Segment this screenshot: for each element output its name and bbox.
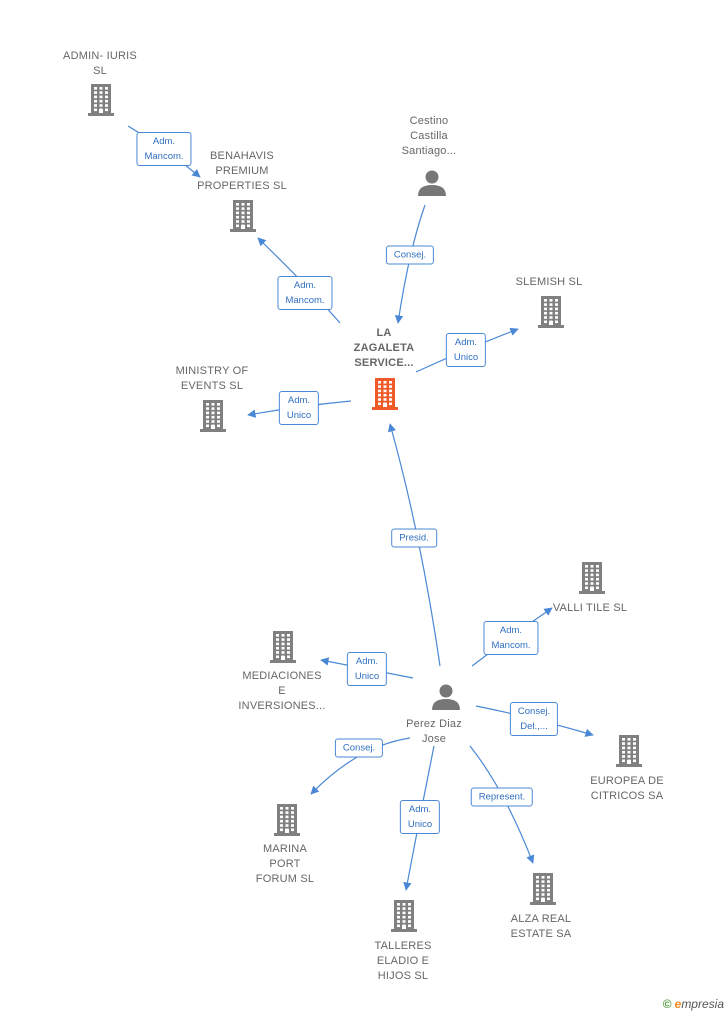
building-icon-alza[interactable] xyxy=(530,873,556,905)
edge-label-lazagaleta-ministry[interactable]: Adm. Unico xyxy=(278,391,320,425)
node-label-lazagaleta[interactable]: LA ZAGALETA SERVICE... xyxy=(354,326,415,371)
edge-label-line: Adm. xyxy=(408,804,432,815)
edge-label-perez-alza[interactable]: Represent. xyxy=(470,787,534,807)
node-label-line: EUROPEA DE xyxy=(590,775,664,787)
edge-label-line: Presid. xyxy=(399,532,429,544)
node-label-line: Castilla xyxy=(410,130,448,142)
building-icon-ministry[interactable] xyxy=(200,400,226,432)
node-label-ministry[interactable]: MINISTRY OF EVENTS SL xyxy=(176,364,249,394)
node-label-line: ZAGALETA xyxy=(353,342,415,354)
brand-name: mpresia xyxy=(681,997,724,1011)
edge-label-perez-lazagaleta[interactable]: Presid. xyxy=(391,528,437,548)
edge-label-perez-mediaciones[interactable]: Adm. Unico xyxy=(346,652,388,686)
icon-layer xyxy=(88,84,642,932)
node-label-line: MINISTRY OF xyxy=(175,365,249,377)
node-label-line: Perez Diaz xyxy=(406,718,462,730)
node-label-line: BENAHAVIS xyxy=(210,150,274,162)
edge-label-perez-europea[interactable]: Consej. Del.,... xyxy=(509,702,559,736)
node-label-line: MEDIACIONES xyxy=(242,670,322,682)
building-icon-europea[interactable] xyxy=(616,735,642,767)
edge-label-line: Adm. xyxy=(152,136,176,147)
edge-label-line: Adm. xyxy=(499,625,523,636)
building-icon-lazagaleta[interactable] xyxy=(372,378,398,410)
node-label-admin[interactable]: ADMIN- IURIS SL xyxy=(63,49,137,79)
edge-label-line: Consej. xyxy=(342,742,376,754)
building-icon-marina[interactable] xyxy=(274,804,300,836)
node-label-line: ESTATE SA xyxy=(510,928,572,940)
node-label-line: CITRICOS SA xyxy=(590,790,664,802)
edge-label-line: Del.,... xyxy=(520,721,548,732)
building-icon-slemish[interactable] xyxy=(538,296,564,328)
node-label-line: SLEMISH SL xyxy=(515,276,583,288)
edge-label-line: Unico xyxy=(407,819,433,830)
edge-label-line: Represent. xyxy=(478,791,526,803)
edge-label-line: Adm. xyxy=(293,280,317,291)
brand-initial: e xyxy=(674,997,682,1011)
edge-label-cestino-lazagaleta[interactable]: Consej. xyxy=(385,245,435,265)
node-label-line: ADMIN- IURIS xyxy=(63,50,137,62)
node-label-line: PROPERTIES SL xyxy=(197,180,287,192)
edge-label-line: Consej. xyxy=(517,706,551,717)
node-label-marina[interactable]: MARINA PORT FORUM SL xyxy=(256,842,314,887)
edge-label-line: Adm. xyxy=(355,656,379,667)
building-icon-benahavis[interactable] xyxy=(230,200,256,232)
edge-label-admin-benahavis[interactable]: Adm. Mancom. xyxy=(136,132,192,166)
edge-label-line: Unico xyxy=(354,671,380,682)
node-label-talleres[interactable]: TALLERES ELADIO E HIJOS SL xyxy=(374,939,431,984)
edge-label-line: Unico xyxy=(453,352,479,363)
node-label-line: VALLI TILE SL xyxy=(552,602,628,614)
node-label-line: INVERSIONES... xyxy=(238,700,326,712)
node-label-line: TALLERES xyxy=(374,940,432,952)
edge-label-line: Unico xyxy=(286,410,312,421)
node-label-line: SERVICE... xyxy=(354,357,414,369)
edge-label-line: Adm. xyxy=(287,395,311,406)
node-label-line: FORUM SL xyxy=(255,873,315,885)
node-label-line: HIJOS SL xyxy=(377,970,429,982)
node-label-line: PREMIUM xyxy=(215,165,269,177)
edge-label-line: Mancom. xyxy=(491,640,531,651)
node-label-slemish[interactable]: SLEMISH SL xyxy=(516,275,583,290)
node-label-line: SL xyxy=(93,65,107,77)
edge-label-perez-talleres[interactable]: Adm. Unico xyxy=(399,800,441,834)
node-label-valli[interactable]: VALLI TILE SL xyxy=(553,601,627,616)
edge-label-line: Mancom. xyxy=(285,295,325,306)
building-icon-valli[interactable] xyxy=(579,562,605,594)
node-label-line: LA xyxy=(376,327,392,339)
node-label-line: E xyxy=(278,685,286,697)
footer-brand: ©empresia xyxy=(663,997,724,1011)
edge-label-line: Adm. xyxy=(454,337,478,348)
building-icon-admin[interactable] xyxy=(88,84,114,116)
node-label-europea[interactable]: EUROPEA DE CITRICOS SA xyxy=(590,774,664,804)
building-icon-talleres[interactable] xyxy=(391,900,417,932)
node-label-alza[interactable]: ALZA REAL ESTATE SA xyxy=(511,912,572,942)
edge-layer xyxy=(127,125,594,891)
edge-label-perez-valli[interactable]: Adm. Mancom. xyxy=(483,621,539,655)
node-label-line: MARINA xyxy=(263,843,307,855)
edge-label-line: Consej. xyxy=(393,249,427,261)
node-label-line: ALZA REAL xyxy=(510,913,572,925)
node-label-benahavis[interactable]: BENAHAVIS PREMIUM PROPERTIES SL xyxy=(197,149,287,194)
edge-label-lazagaleta-benahavis[interactable]: Adm. Mancom. xyxy=(277,276,333,310)
node-label-line: Santiago... xyxy=(401,145,457,157)
node-label-line: PORT xyxy=(269,858,301,870)
node-label-line: ELADIO E xyxy=(376,955,430,967)
edge-label-lazagaleta-slemish[interactable]: Adm. Unico xyxy=(445,333,487,367)
edge-label-perez-marina[interactable]: Consej. xyxy=(334,738,384,758)
person-icon-perez[interactable] xyxy=(432,684,460,711)
node-label-mediaciones[interactable]: MEDIACIONES E INVERSIONES... xyxy=(238,669,325,714)
node-label-line: EVENTS SL xyxy=(180,380,244,392)
copyright-icon: © xyxy=(662,997,672,1011)
node-label-line: Cestino xyxy=(409,115,449,127)
building-icon-mediaciones[interactable] xyxy=(270,631,296,663)
edge-label-line: Mancom. xyxy=(144,151,184,162)
person-icon-cestino[interactable] xyxy=(418,170,446,197)
node-label-line: Jose xyxy=(421,733,447,745)
